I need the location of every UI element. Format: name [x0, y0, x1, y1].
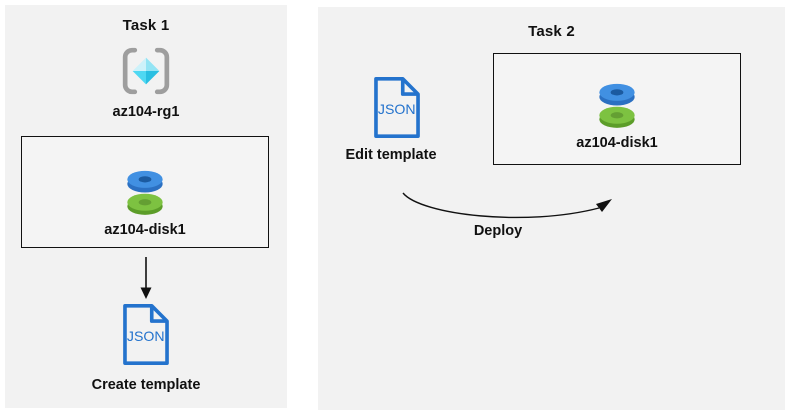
- down-arrow-icon: [140, 257, 152, 299]
- task1-disk-box: az104-disk1: [21, 136, 269, 248]
- create-template-label: Create template: [91, 377, 201, 393]
- resource-group-label: az104-rg1: [112, 104, 180, 120]
- task1-panel: Task 1 az104-rg1 az104-disk1: [5, 5, 287, 408]
- deploy-arrow-icon: [402, 192, 612, 219]
- managed-disk-icon: [599, 83, 635, 128]
- deploy-label: Deploy: [473, 223, 523, 239]
- edit-template-label: Edit template: [345, 147, 437, 163]
- managed-disk-icon: [127, 170, 163, 215]
- json-file-text: JSON: [378, 101, 416, 117]
- resource-group-icon: [122, 47, 170, 95]
- task1-title: Task 1: [122, 17, 170, 34]
- json-file-icon: JSON: [374, 77, 420, 138]
- task2-panel: Task 2 JSON Edit template az104-disk1 De…: [318, 7, 785, 410]
- disk-label: az104-disk1: [104, 222, 186, 238]
- disk-label: az104-disk1: [576, 135, 658, 151]
- json-file-text: JSON: [127, 328, 165, 344]
- task2-title: Task 2: [528, 23, 575, 40]
- json-file-icon: JSON: [123, 304, 169, 365]
- task2-disk-box: az104-disk1: [493, 53, 741, 165]
